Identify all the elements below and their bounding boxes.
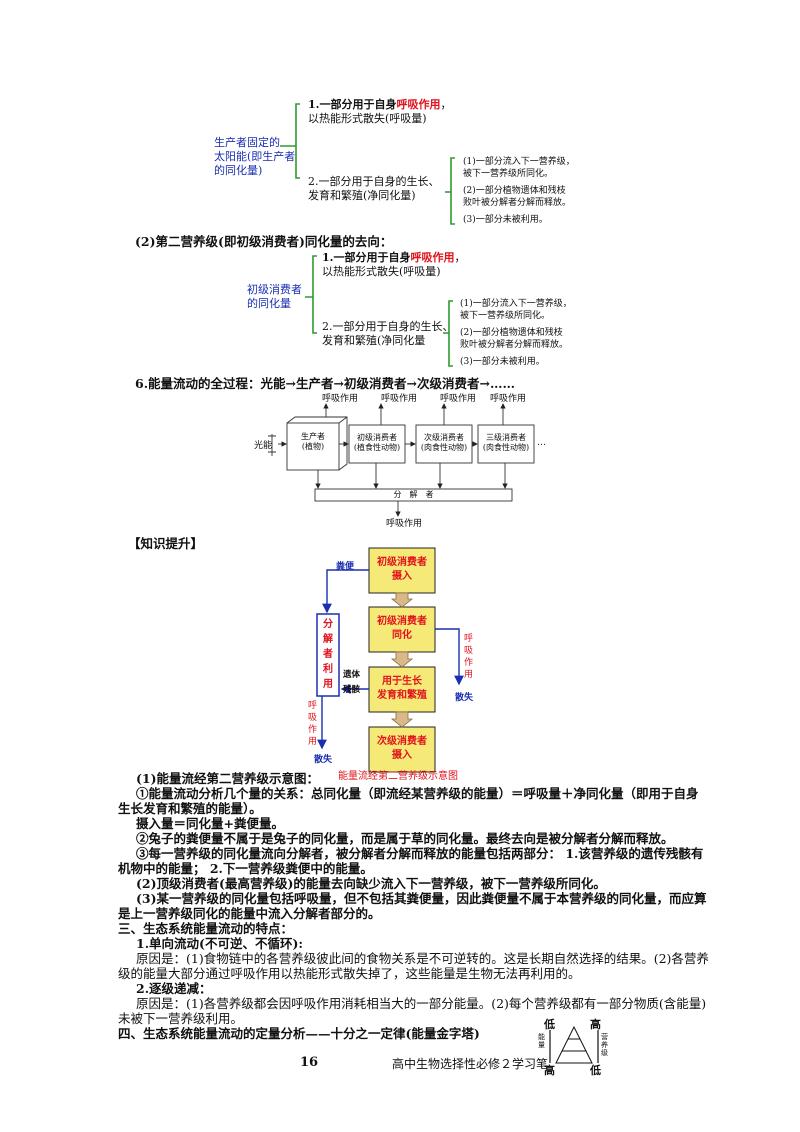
body-line: 摄入量＝同化量+粪便量。 [136, 816, 284, 831]
body-line: (1)能量流经第二营养级示意图： [136, 771, 320, 786]
pyramid-bottom-left: 高 [544, 1064, 555, 1077]
section-heading-4: 四、生态系统能量流动的定量分析——十分之一定律(能量金字塔) [118, 1026, 480, 1041]
flow-resp-1: 呼吸作用 [322, 394, 359, 404]
body-line: 机物中的能量； 2.下一营养级粪便中的能量。 [118, 861, 373, 876]
diagram-box-assim: 初级消费者同化 [377, 616, 427, 641]
diagram-box-intake-1: 初级消费者摄入 [377, 557, 427, 582]
diagram-resp-left: 呼吸作用 [308, 701, 318, 747]
body-line: 生长发育和繁殖的能量）。 [118, 801, 262, 816]
heading-second-trophic: (2)第二营养级(即初级消费者)同化量的去向： [135, 234, 393, 249]
flow-ellipsis: … [537, 438, 546, 448]
body-line: 原因是：(1)各营养级都会因呼吸作用消耗相当大的一部分能量。(2)每个营养级都有… [136, 996, 707, 1011]
knowledge-heading: 【知识提升】 [128, 536, 204, 551]
body-line: 是上一营养级同化的能量中流入分解者部分的。 [118, 906, 381, 921]
tree1-root: 生产者固定的太阳能(即生产者的同化量) [214, 136, 296, 177]
tree2-root: 初级消费者的同化量 [247, 283, 302, 310]
body-line: ②兔子的粪便量不属于是兔子的同化量，而是属于草的同化量。最终去向是被分解者分解而… [136, 831, 674, 846]
body-line: ③每一营养级的同化量流向分解者，被分解者分解而释放的能量包括两部分： 1.该营养… [136, 846, 704, 861]
flow-box-secondary: 次级消费者(肉食性动物) [420, 433, 468, 452]
tree2-sub: (1)一部分流入下一营养级，被下一营养级所同化。 (2)一部分植物遗体和残枝败叶… [460, 299, 572, 367]
diagram-dissipate-right: 散失 [455, 693, 474, 703]
flow-resp-3: 呼吸作用 [440, 394, 477, 404]
tree1-branch2: 2.一部分用于自身的生长、发育和繁殖(净同化量) [308, 175, 440, 202]
pyramid-bottom-right: 低 [590, 1064, 601, 1077]
diagram-caption: 能量流经第二营养级示意图 [338, 771, 458, 782]
tree2-branch2: 2.一部分用于自身的生长、发育和繁殖(净同化量 [322, 320, 454, 347]
flow-sunlight-label: 光能 [254, 441, 273, 451]
diagram-dissipate-left: 散失 [314, 755, 333, 765]
flow-resp-4: 呼吸作用 [490, 394, 527, 404]
flow-resp-2: 呼吸作用 [381, 394, 418, 404]
body-line: (2)顶级消费者(最高营养级)的能量去向缺少流入下一营养级，被下一营养级所同化。 [136, 876, 606, 891]
diagram-box-intake-2: 次级消费者摄入 [377, 736, 427, 761]
pyramid-top-right: 高 [590, 1018, 601, 1031]
body-line: 级的能量大部分通过呼吸作用以热能形式散失掉了，这些能量是生物无法再利用的。 [118, 966, 581, 981]
flow-box-producer: 生产者(植物) [301, 432, 325, 451]
flow-box-primary: 初级消费者(植食性动物) [353, 433, 401, 452]
diagram-box-growth: 用于生长发育和繁殖 [377, 676, 427, 701]
diagram-resp-right: 呼吸作用 [464, 634, 474, 680]
body-line: 未被下一营养级利用。 [118, 1011, 244, 1026]
pyramid-right-label: 营养级 [601, 1033, 608, 1057]
page-number: 16 [300, 1055, 319, 1070]
pyramid-top-left: 低 [544, 1018, 555, 1031]
body-line: 1.单向流动(不可逆、不循环): [136, 936, 303, 951]
footer-title: 高中生物选择性必修２学习笔 [392, 1057, 549, 1071]
diagram-feces-label: 粪便 [336, 562, 355, 572]
body-line: 原因是：(1)食物链中的各营养级彼此间的食物关系是不可逆转的。这是长期自然选择的… [136, 951, 709, 966]
tree2-branch1: 1.一部分用于自身呼吸作用， 以热能形式散失(呼吸量) [322, 251, 466, 278]
body-line: ①能量流动分析几个量的关系：总同化量（即流经某营养级的能量）＝呼吸量＋净同化量（… [136, 786, 699, 801]
pyramid-left-label: 能量 [538, 1033, 545, 1049]
heading-full-process: 6.能量流动的全过程：光能→生产者→初级消费者→次级消费者→…… [135, 376, 515, 391]
section-heading-3: 三、生态系统能量流动的特点： [118, 921, 294, 936]
flow-decomposer: 分 解 者 [393, 490, 434, 499]
body-line: (3)某一营养级的同化量包括呼吸量，但不包括其粪便量，因此粪便量不属于本营养级的… [136, 891, 707, 906]
flow-box-tertiary: 三级消费者(肉食性动物) [482, 433, 530, 452]
diagram-decomposer-label: 分解者利用 [323, 619, 333, 690]
diagram-remains-label: 遗体残骸 [343, 670, 361, 695]
tree1-branch1: 1.一部分用于自身呼吸作用， 以热能形式散失(呼吸量) [308, 98, 452, 125]
body-line: 2.逐级递减： [136, 981, 212, 996]
flow-bottom-resp: 呼吸作用 [386, 519, 423, 529]
tree1-sub: (1)一部分流入下一营养级，被下一营养级所同化。 (2)一部分植物遗体和残枝败叶… [463, 157, 575, 225]
